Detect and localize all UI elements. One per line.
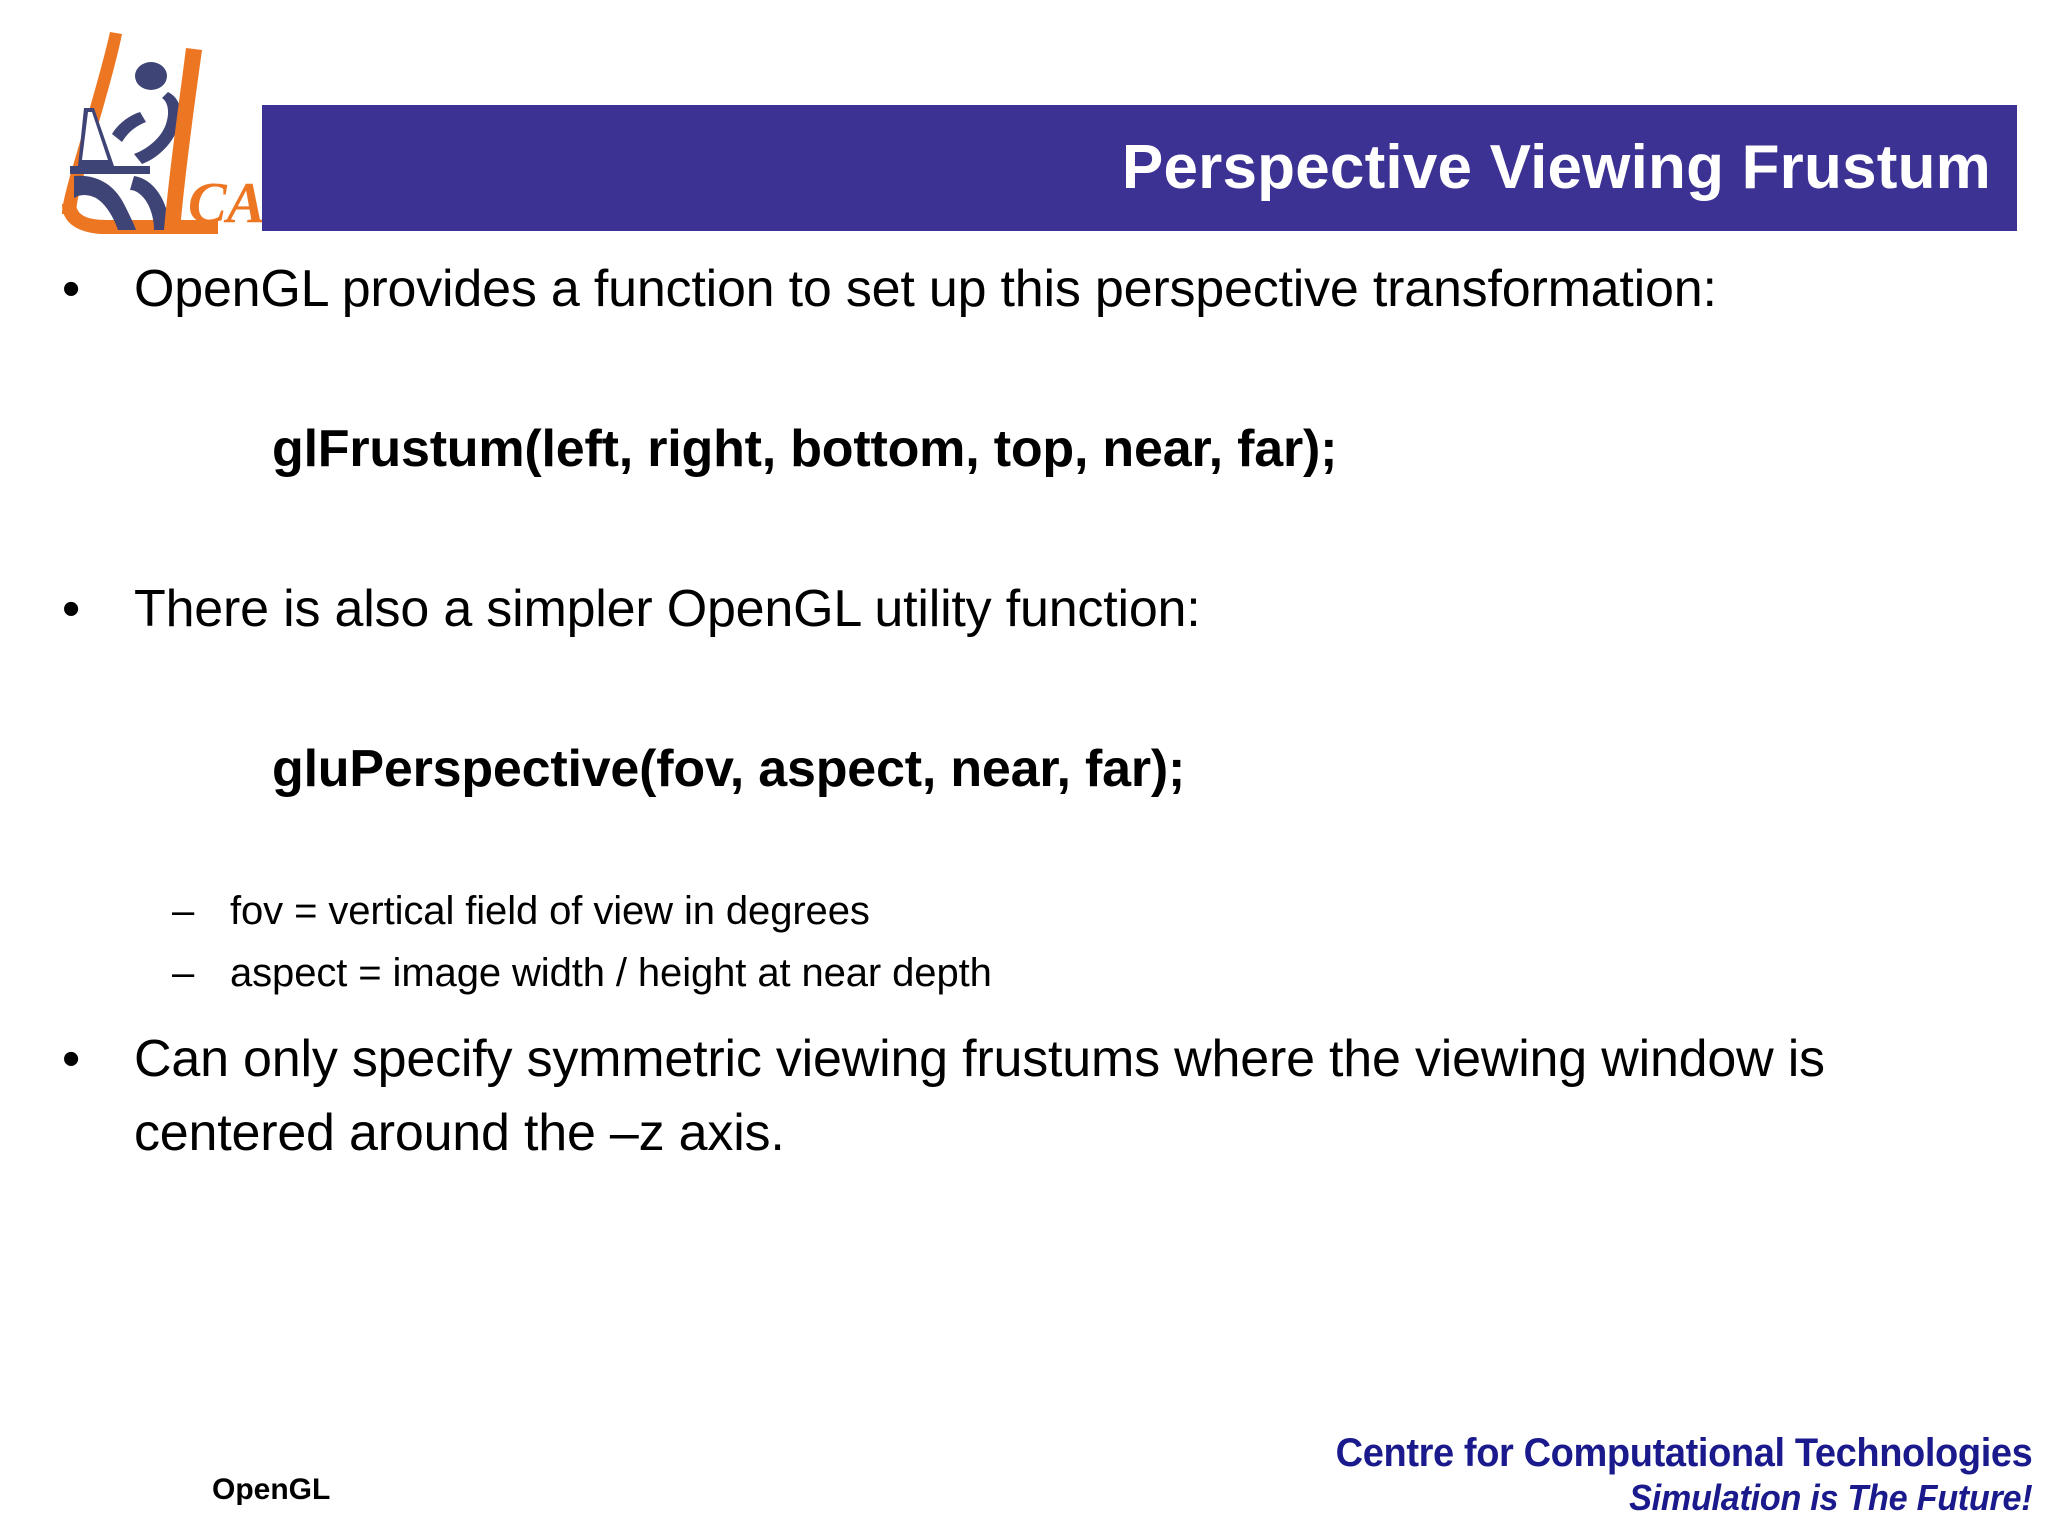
logo-figure-legs-right: [130, 176, 170, 230]
slide-title-bar: Perspective Viewing Frustum: [262, 105, 2017, 231]
bullet-item: • OpenGL provides a function to set up t…: [0, 252, 2048, 326]
spacer: [0, 486, 2048, 572]
sub-bullet-text: aspect = image width / height at near de…: [230, 951, 992, 995]
bullet-text: Can only specify symmetric viewing frust…: [134, 1030, 1825, 1162]
logo-figure-torso: [134, 92, 181, 164]
slide-title: Perspective Viewing Frustum: [1121, 133, 1991, 202]
logo-figure-legs-left: [74, 175, 136, 230]
logo-n-stem: [164, 48, 202, 230]
spacer: [0, 806, 2048, 880]
bullet-marker-icon: •: [62, 1030, 81, 1088]
logo-figure-head: [135, 62, 167, 90]
slide-body: • OpenGL provides a function to set up t…: [0, 252, 2048, 1170]
bullet-text: There is also a simpler OpenGL utility f…: [134, 580, 1201, 638]
footer-organisation: Centre for Computational Technologies: [1335, 1431, 2032, 1475]
sub-bullet-item: – aspect = image width / height at near …: [0, 942, 2048, 1004]
dash-marker-icon: –: [172, 889, 195, 933]
logo-laptop-base: [70, 166, 150, 174]
sub-bullet-text: fov = vertical field of view in degrees: [230, 889, 870, 933]
logo-laptop-screen-inner: [82, 112, 108, 160]
bullet-marker-icon: •: [62, 580, 81, 638]
footer-branding: Centre for Computational Technologies Si…: [1299, 1430, 2032, 1520]
bullet-marker-icon: •: [62, 260, 81, 318]
icax-logo: CAx: [18, 8, 268, 238]
spacer: [0, 1004, 2048, 1022]
bullet-text: OpenGL provides a function to set up thi…: [134, 260, 1717, 318]
spacer: [0, 646, 2048, 732]
footer-left-label: OpenGL: [212, 1473, 331, 1506]
code-line-glfrustum: glFrustum(left, right, bottom, top, near…: [272, 420, 1338, 478]
logo-figure-arm: [112, 112, 146, 142]
spacer: [0, 326, 2048, 412]
logo-wordmark: CAx: [188, 170, 268, 235]
code-line-gluperspective: gluPerspective(fov, aspect, near, far);: [272, 740, 1186, 798]
dash-marker-icon: –: [172, 951, 195, 995]
footer-tagline: Simulation is The Future!: [1628, 1477, 2033, 1518]
bullet-item: • Can only specify symmetric viewing fru…: [0, 1022, 2048, 1170]
bullet-item: • There is also a simpler OpenGL utility…: [0, 572, 2048, 646]
sub-bullet-item: – fov = vertical field of view in degree…: [0, 880, 2048, 942]
